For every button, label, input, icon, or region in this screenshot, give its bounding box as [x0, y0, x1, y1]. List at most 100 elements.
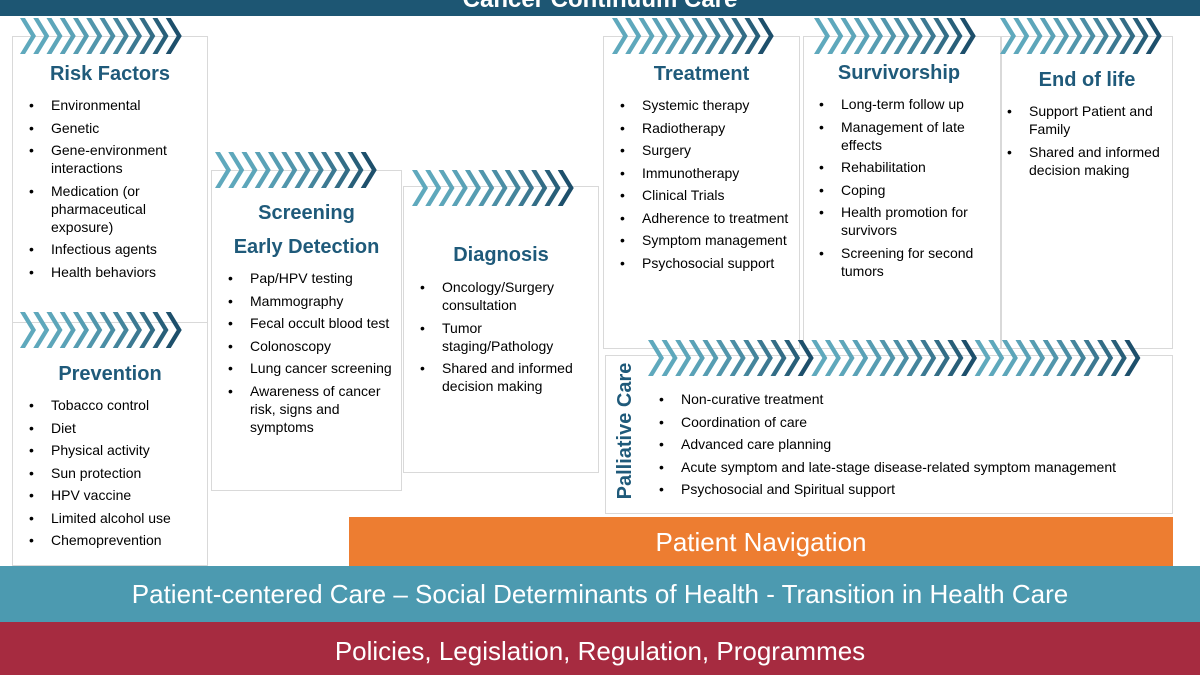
- chevron-stripe: [678, 18, 695, 54]
- chevron-stripe: [651, 18, 668, 54]
- list-item: Lung cancer screening: [226, 359, 396, 377]
- chevron-stripe: [86, 18, 103, 54]
- chevron-stripe: [1083, 340, 1100, 376]
- chevron-arrow-screening: [215, 152, 377, 188]
- chevron-stripe: [716, 340, 733, 376]
- chevron-stripe: [360, 152, 377, 188]
- chevron-stripe: [661, 340, 678, 376]
- list-item: Genetic: [27, 119, 207, 137]
- chevron-stripe: [1069, 340, 1086, 376]
- list-item: Rehabilitation: [817, 158, 997, 176]
- chevron-stripe: [1145, 18, 1162, 54]
- risk-factors-box: Risk Factors EnvironmentalGeneticGene-en…: [12, 36, 208, 323]
- chevron-stripe: [215, 152, 231, 188]
- prevention-heading: Prevention: [58, 363, 162, 385]
- list-item: Support Patient and Family: [1005, 102, 1170, 138]
- chevron-stripe: [880, 18, 897, 54]
- list-item: Environmental: [27, 96, 207, 114]
- chevron-stripe: [743, 340, 760, 376]
- chevron-stripe: [756, 340, 773, 376]
- chevron-stripe: [1056, 340, 1073, 376]
- chevron-stripe: [1013, 18, 1030, 54]
- chevron-stripe: [784, 340, 801, 376]
- risk-factors-heading: Risk Factors: [49, 63, 171, 85]
- chevron-stripe: [811, 340, 828, 376]
- chevron-stripe: [757, 18, 774, 54]
- list-item: Chemoprevention: [27, 531, 207, 549]
- chevron-stripe: [59, 18, 76, 54]
- chevron-stripe: [425, 170, 442, 206]
- survivorship-heading: Survivorship: [837, 62, 961, 84]
- chevron-stripe: [491, 170, 508, 206]
- chevron-stripe: [648, 340, 664, 376]
- chevron-stripe: [139, 312, 156, 348]
- chevron-stripe: [504, 170, 521, 206]
- chevron-stripe: [33, 312, 50, 348]
- list-item: HPV vaccine: [27, 486, 207, 504]
- chevron-stripe: [347, 152, 364, 188]
- chevron-stripe: [827, 18, 844, 54]
- chevron-stripe: [20, 312, 36, 348]
- list-item: Acute symptom and late-stage disease-rel…: [657, 458, 1177, 476]
- list-item: Radiotherapy: [618, 119, 796, 137]
- treatment-heading: Treatment: [653, 63, 750, 85]
- chevron-stripe: [838, 340, 855, 376]
- chevron-stripe: [893, 340, 909, 376]
- patient-centered-band: Patient-centered Care – Social Determina…: [0, 566, 1200, 622]
- chevron-stripe: [478, 170, 495, 206]
- list-item: Health promotion for survivors: [817, 203, 997, 239]
- chevron-stripe: [879, 340, 896, 376]
- end-of-life-list: Support Patient and FamilyShared and inf…: [1005, 102, 1170, 183]
- chevron-stripe: [691, 18, 708, 54]
- chevron-stripe: [867, 18, 883, 54]
- list-item: Infectious agents: [27, 240, 207, 258]
- chevron-stripe: [731, 18, 748, 54]
- chevron-stripe: [1092, 18, 1109, 54]
- list-item: Limited alcohol use: [27, 509, 207, 527]
- chevron-stripe: [73, 312, 89, 348]
- list-item: Symptom management: [618, 231, 796, 249]
- list-item: Mammography: [226, 292, 396, 310]
- chevron-stripe: [824, 340, 841, 376]
- chevron-stripe: [241, 152, 258, 188]
- policies-label: Policies, Legislation, Regulation, Progr…: [334, 636, 866, 666]
- diagnosis-box: Diagnosis Oncology/Surgery consultationT…: [403, 186, 599, 473]
- chevron-stripe: [665, 18, 681, 54]
- end-of-life-heading: End of life: [1038, 69, 1136, 91]
- chevron-stripe: [126, 18, 142, 54]
- chevron-arrow-treatment: [612, 18, 774, 54]
- chevron-stripe: [729, 340, 746, 376]
- diagram-title: Cancer Continuum Care: [0, 0, 1200, 14]
- list-item: Long-term follow up: [817, 95, 997, 113]
- palliative-care-list: Non-curative treatmentCoordination of ca…: [657, 390, 1177, 503]
- chevron-stripe: [46, 18, 63, 54]
- chevron-stripe: [744, 18, 761, 54]
- chevron-stripe: [86, 312, 103, 348]
- list-item: Physical activity: [27, 441, 207, 459]
- list-item: Diet: [27, 419, 207, 437]
- chevron-stripe: [557, 170, 574, 206]
- chevron-stripe: [893, 18, 910, 54]
- chevron-stripe: [974, 340, 991, 376]
- treatment-box: Treatment Systemic therapyRadiotherapySu…: [603, 36, 800, 349]
- diagnosis-list: Oncology/Surgery consultationTumor stagi…: [418, 278, 593, 400]
- chevron-stripe: [544, 170, 561, 206]
- chevron-stripe: [797, 340, 814, 376]
- chevron-stripe: [675, 340, 692, 376]
- list-item: Coping: [817, 181, 997, 199]
- chevron-stripe: [451, 170, 468, 206]
- chevron-stripe: [1026, 18, 1043, 54]
- chevron-stripe: [865, 340, 882, 376]
- list-item: Psychosocial and Spiritual support: [657, 480, 1177, 498]
- chevron-stripe: [46, 312, 63, 348]
- patient-navigation-band: Patient Navigation: [349, 517, 1173, 566]
- chevron-stripe: [853, 18, 870, 54]
- chevron-stripe: [840, 18, 857, 54]
- list-item: Management of late effects: [817, 118, 997, 154]
- chevron-stripe: [959, 18, 976, 54]
- list-item: Shared and informed decision making: [418, 359, 593, 395]
- screening-list: Pap/HPV testingMammographyFecal occult b…: [226, 269, 396, 440]
- chevron-stripe: [1001, 340, 1018, 376]
- chevron-stripe: [139, 18, 156, 54]
- chevron-stripe: [1042, 340, 1059, 376]
